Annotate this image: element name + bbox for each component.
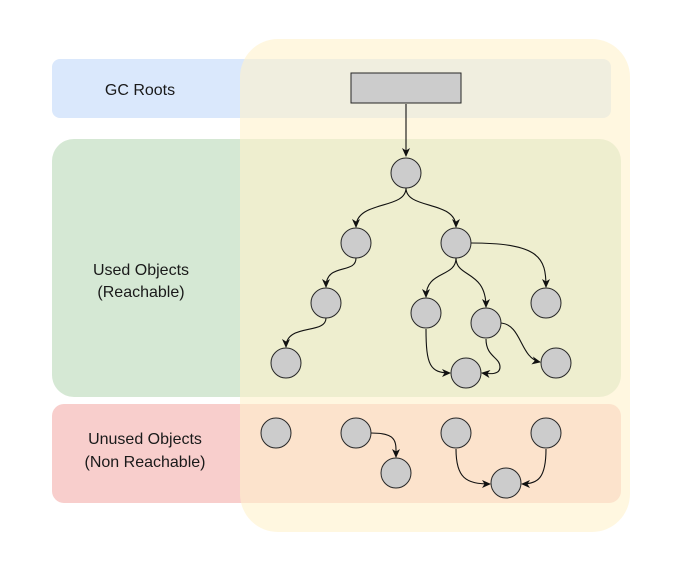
unreachable-objects	[260, 417, 562, 499]
object-node	[530, 417, 562, 449]
edge-g-i	[481, 338, 501, 378]
object-node	[440, 417, 472, 449]
edge-u5-u6	[521, 448, 547, 488]
edge-c-g	[455, 257, 490, 308]
object-node	[530, 287, 562, 319]
object-node	[380, 457, 412, 489]
reachable-objects	[270, 157, 572, 389]
object-node	[390, 157, 422, 189]
object-node	[440, 227, 472, 259]
edge-g-j	[500, 322, 541, 365]
reachable-edges	[282, 104, 550, 378]
used-objects-sublabel: (Reachable)	[97, 284, 184, 301]
gc-root-box	[350, 72, 462, 104]
unused-objects-sublabel: (Non Reachable)	[85, 454, 206, 471]
object-node	[310, 287, 342, 319]
object-node	[470, 307, 502, 339]
object-node	[410, 297, 442, 329]
object-node	[490, 467, 522, 499]
heap-region	[240, 39, 630, 532]
unused-objects-label: Unused Objects	[88, 431, 202, 448]
object-node	[450, 357, 482, 389]
object-node	[270, 347, 302, 379]
unreachable-edges	[370, 432, 547, 488]
edge-u4-u6	[455, 448, 491, 488]
used-objects-label: Used Objects	[93, 262, 189, 279]
object-node	[340, 227, 372, 259]
edge-c-f	[422, 257, 457, 298]
edge-a-c	[405, 187, 460, 228]
edge-b-d	[322, 257, 357, 288]
edge-d-e	[282, 317, 327, 348]
object-node	[540, 347, 572, 379]
edge-f-i	[425, 328, 451, 377]
gc-roots-label: GC Roots	[105, 82, 175, 99]
object-node	[260, 417, 292, 449]
edge-c-h	[470, 242, 550, 288]
object-node	[340, 417, 372, 449]
edge-u2-u3	[370, 432, 401, 458]
edge-a-b	[352, 187, 407, 228]
